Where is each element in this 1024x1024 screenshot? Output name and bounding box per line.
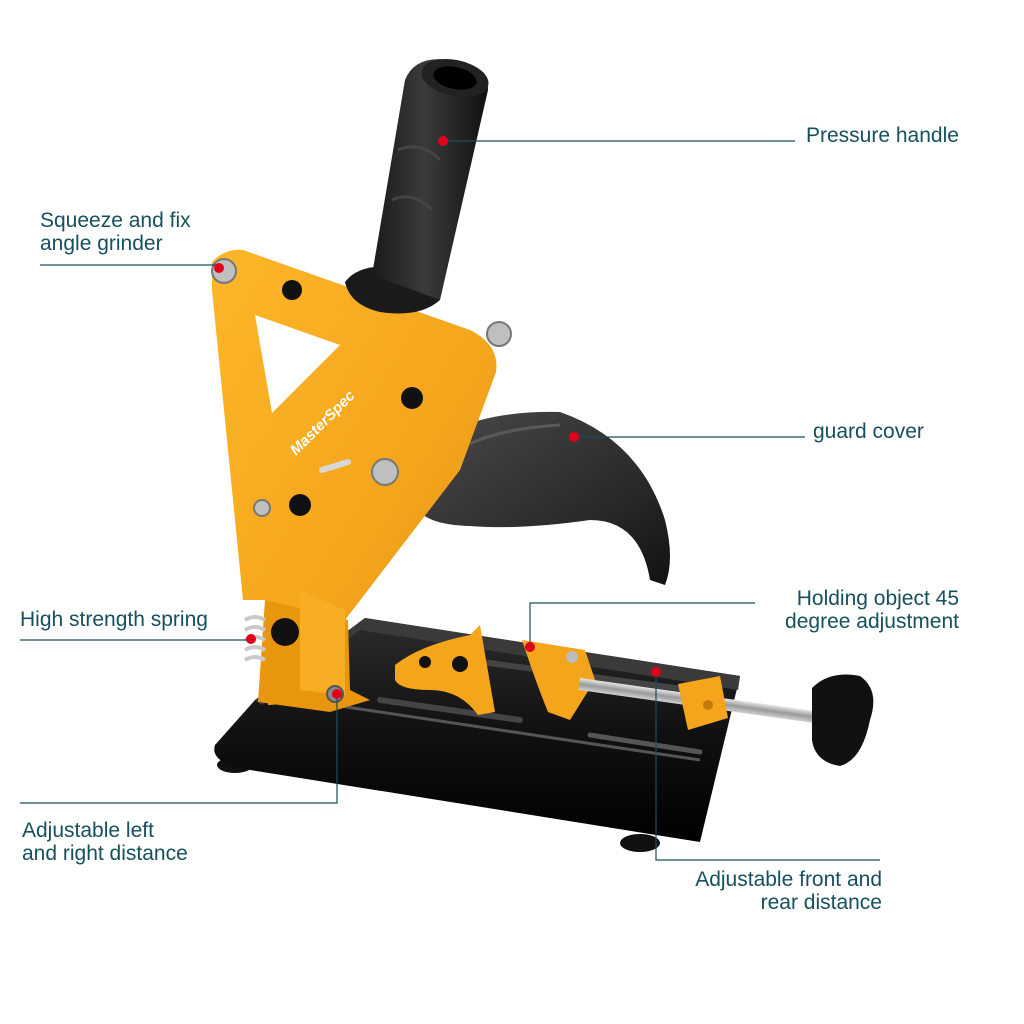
clamp-screw bbox=[578, 674, 874, 766]
marker-front-rear bbox=[651, 667, 661, 677]
leader-lines bbox=[20, 140, 880, 861]
label-high-strength-spring: High strength spring bbox=[20, 608, 208, 631]
label-adjustable-front-rear: Adjustable front and rear distance bbox=[695, 868, 882, 914]
marker-left-right bbox=[332, 689, 342, 699]
holding-vise bbox=[395, 625, 595, 720]
marker-pressure-handle bbox=[438, 136, 448, 146]
label-pressure-handle: Pressure handle bbox=[806, 124, 959, 147]
marker-guard-cover bbox=[569, 432, 579, 442]
label-guard-cover: guard cover bbox=[813, 420, 924, 443]
marker-holding-object bbox=[525, 642, 535, 652]
label-holding-object: Holding object 45 degree adjustment bbox=[785, 587, 959, 633]
marker-spring bbox=[246, 634, 256, 644]
marker-dots bbox=[214, 136, 661, 699]
label-squeeze-fix: Squeeze and fix angle grinder bbox=[40, 209, 191, 255]
orange-frame: MasterSpec bbox=[211, 249, 512, 712]
label-adjustable-left-right: Adjustable left and right distance bbox=[22, 819, 188, 865]
marker-squeeze-fix bbox=[214, 263, 224, 273]
pressure-handle bbox=[345, 59, 489, 314]
